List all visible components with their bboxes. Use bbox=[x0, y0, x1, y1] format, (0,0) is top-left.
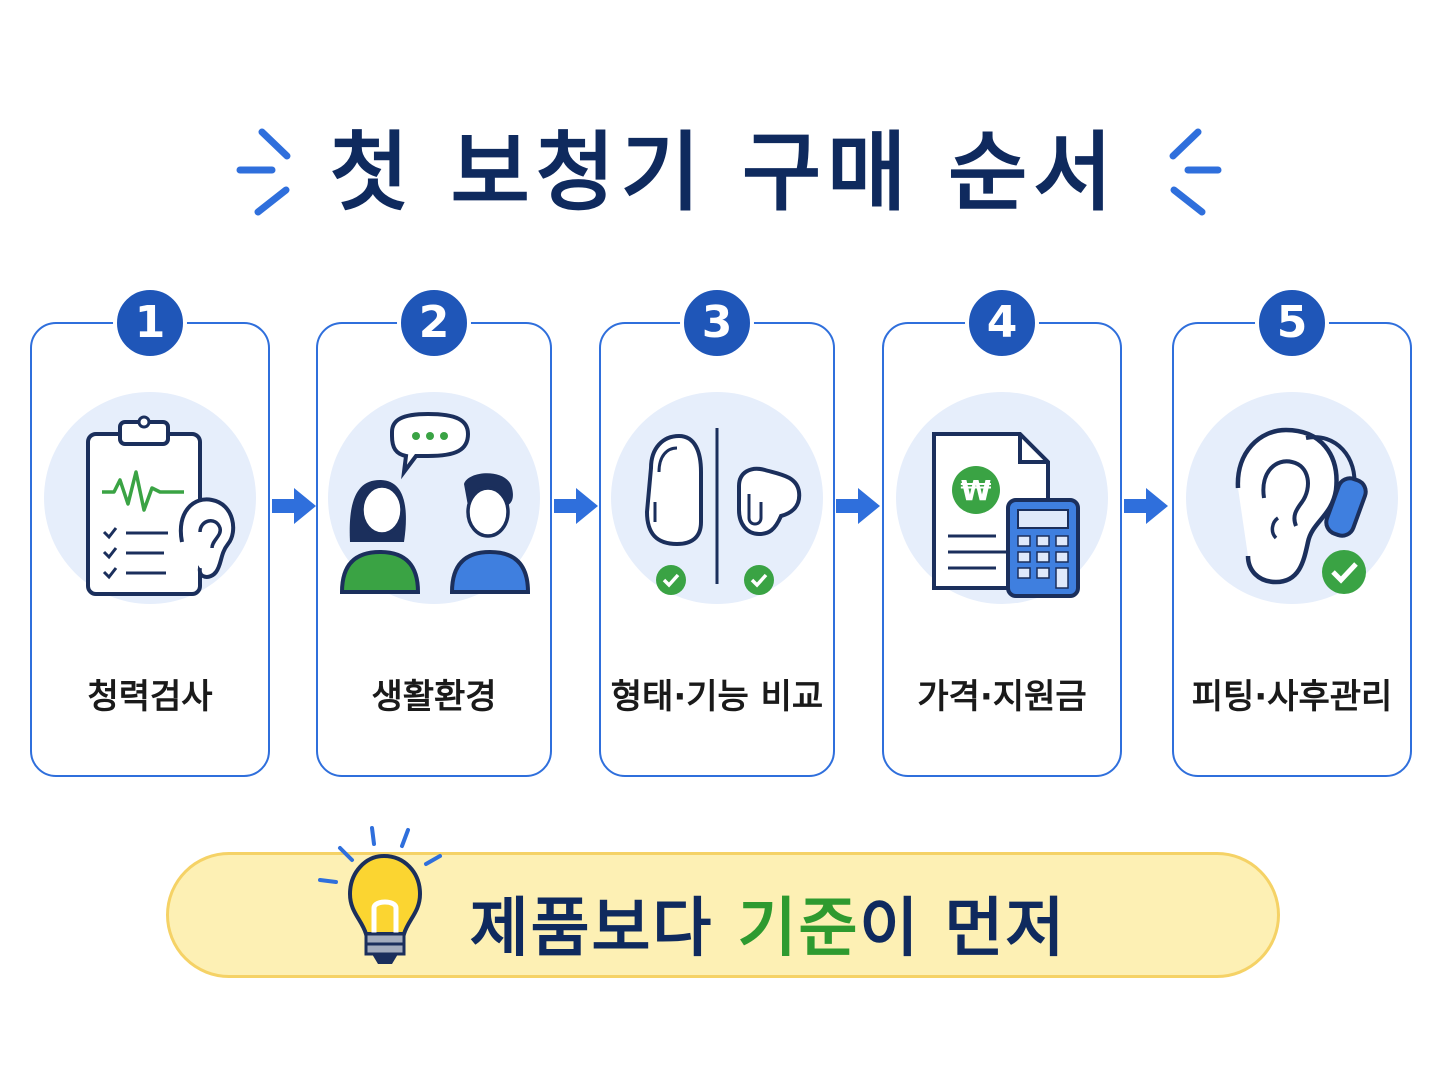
icon-background: ₩ bbox=[896, 392, 1108, 604]
step-number-badge: 4 bbox=[965, 286, 1039, 360]
step-label: 청력검사 bbox=[87, 677, 213, 717]
step-label: 형태·기능 비교 bbox=[610, 677, 824, 717]
icon-background bbox=[328, 392, 540, 604]
price-calculator-icon: ₩ bbox=[932, 432, 1080, 598]
arrow-right-icon bbox=[554, 488, 598, 524]
step-card-4: 4 ₩ 가격·지원금 bbox=[882, 286, 1122, 777]
step-card-2: 2 생활환경 bbox=[316, 286, 552, 777]
ear-fitting-icon bbox=[1235, 427, 1368, 594]
step-label: 생활환경 bbox=[371, 677, 497, 717]
svg-text:₩: ₩ bbox=[961, 474, 992, 507]
page-title: 첫 보청기 구매 순서 bbox=[329, 123, 1119, 223]
sparkle-left-icon bbox=[236, 128, 291, 216]
lightbulb-icon bbox=[318, 826, 442, 964]
tip-text: 제품보다 기준이 먼저 bbox=[169, 877, 1277, 969]
step-card-1: 1 청력검사 bbox=[30, 286, 270, 777]
conversation-icon bbox=[339, 411, 531, 594]
icon-background bbox=[44, 392, 256, 604]
icon-background bbox=[611, 392, 823, 604]
step-number-badge: 1 bbox=[113, 286, 187, 360]
title-area: 첫 보청기 구매 순서 bbox=[0, 110, 1448, 230]
arrow-right-icon bbox=[1124, 488, 1168, 524]
tip-text-before: 제품보다 bbox=[469, 892, 738, 966]
tip-text-highlight: 기준 bbox=[737, 892, 860, 966]
arrow-right-icon bbox=[272, 488, 316, 524]
icon-background bbox=[1186, 392, 1398, 604]
step-label: 가격·지원금 bbox=[917, 677, 1087, 717]
step-card-3: 3 형태·기능 비교 bbox=[599, 286, 835, 777]
step-number-badge: 2 bbox=[397, 286, 471, 360]
step-label: 피팅·사후관리 bbox=[1191, 677, 1393, 717]
hearing-aid-compare-icon bbox=[644, 428, 802, 595]
step-number-badge: 3 bbox=[680, 286, 754, 360]
step-number-badge: 5 bbox=[1255, 286, 1329, 360]
arrow-right-icon bbox=[836, 488, 880, 524]
sparkle-right-icon bbox=[1169, 128, 1222, 216]
step-card-5: 5 피팅·사후관리 bbox=[1172, 286, 1412, 777]
tip-text-after: 이 먼저 bbox=[859, 892, 1067, 966]
clipboard-ear-icon bbox=[86, 415, 236, 596]
tip-banner: 제품보다 기준이 먼저 bbox=[166, 852, 1280, 978]
